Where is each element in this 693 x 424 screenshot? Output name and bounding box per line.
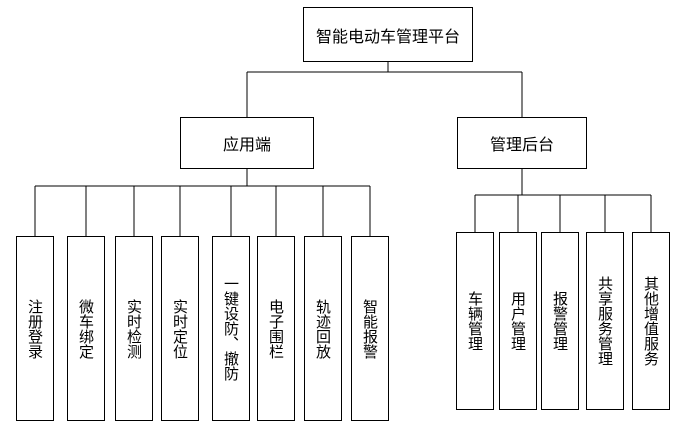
leaf-label: 其他增值服务 (642, 276, 660, 366)
branch-node-admin: 管理后台 (457, 117, 587, 169)
leaf-label: 车辆管理 (466, 291, 484, 351)
leaf-node-sharing-mgmt: 共享服务管理 (586, 232, 624, 410)
leaf-label: 实时检测 (125, 298, 143, 359)
leaf-node-smart-alarm: 智能报警 (351, 236, 389, 421)
leaf-label: 用户管理 (509, 291, 527, 351)
leaf-label: 一键设防、撤防 (222, 276, 240, 381)
leaf-node-monitor: 实时检测 (115, 236, 153, 421)
leaf-node-locate: 实时定位 (161, 236, 199, 421)
leaf-label: 报警管理 (551, 291, 569, 351)
leaf-label: 注册登录 (26, 298, 44, 359)
root-node: 智能电动车管理平台 (303, 7, 473, 62)
leaf-node-bind: 微车绑定 (67, 236, 105, 421)
branch-node-app: 应用端 (180, 117, 314, 169)
leaf-node-arm-disarm: 一键设防、撤防 (212, 236, 250, 421)
leaf-node-track-playback: 轨迹回放 (304, 236, 342, 421)
leaf-label: 电子围栏 (267, 298, 285, 359)
leaf-node-user-mgmt: 用户管理 (499, 232, 537, 410)
root-node-label: 智能电动车管理平台 (315, 26, 460, 46)
leaf-node-geofence: 电子围栏 (257, 236, 295, 421)
leaf-node-alarm-mgmt: 报警管理 (541, 232, 579, 410)
leaf-label: 微车绑定 (77, 298, 95, 359)
leaf-label: 智能报警 (361, 298, 379, 359)
leaf-label: 轨迹回放 (314, 298, 332, 359)
branch-node-app-label: 应用端 (222, 135, 271, 154)
leaf-label: 实时定位 (171, 298, 189, 359)
leaf-label: 共享服务管理 (596, 276, 614, 366)
leaf-node-register: 注册登录 (16, 236, 54, 421)
leaf-node-vehicle-mgmt: 车辆管理 (456, 232, 494, 410)
leaf-node-value-added: 其他增值服务 (632, 232, 670, 410)
branch-node-admin-label: 管理后台 (489, 135, 554, 154)
